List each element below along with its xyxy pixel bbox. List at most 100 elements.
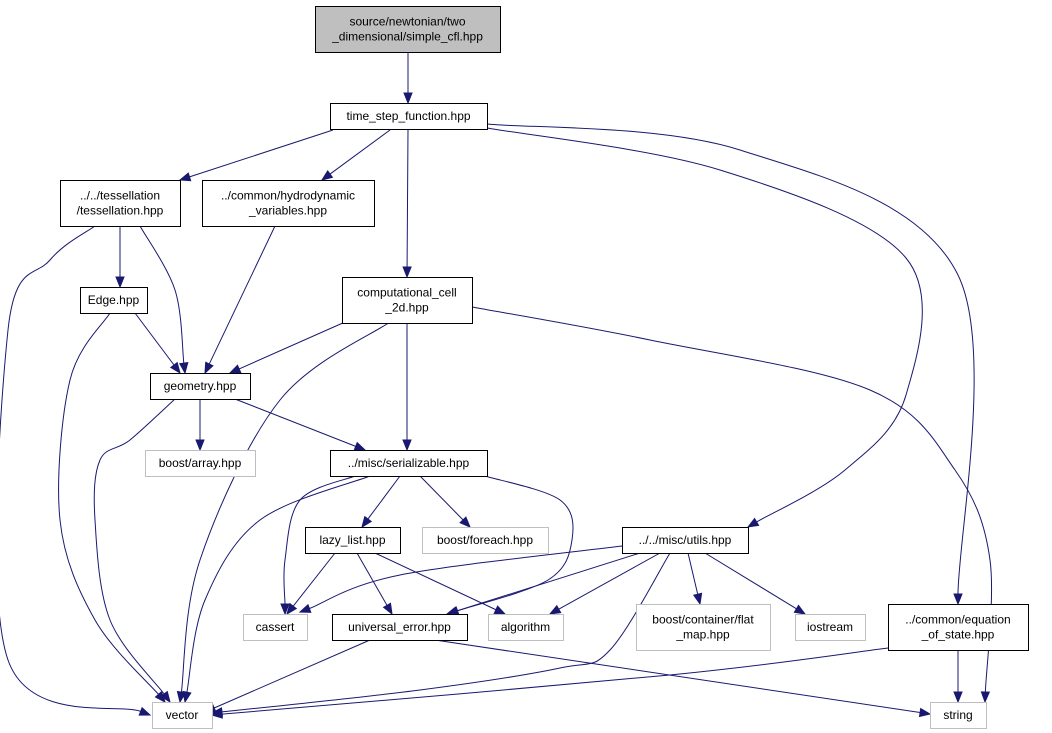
node-tessellation[interactable]: ../../tessellation/tessellation.hpp [60,180,181,227]
node-label: _2d.hpp [384,301,429,315]
node-label: ../common/hydrodynamic [221,189,355,203]
node-box [202,180,375,227]
edge-line [93,398,176,695]
node-label: ../common/equation [905,613,1010,627]
edge-line [356,552,388,606]
edge-universal_error-to-string [434,639,932,718]
edge-arrowhead [746,517,760,528]
edge-line [374,552,497,611]
edge-arrowhead [169,361,181,375]
node-box [80,287,148,314]
node-serializable[interactable]: ../misc/serializable.hpp [330,450,488,477]
edge-line [58,312,159,695]
edge-lazy_list-to-cassert [286,552,336,616]
edge-line [283,475,356,605]
node-label: boost/foreach.hpp [437,533,533,547]
edge-edge-to-geometry [134,312,181,375]
node-vector[interactable]: vector [152,702,213,729]
node-label: boost/container/flat [652,613,754,627]
edge-geometry-to-serializable [234,398,367,451]
edge-lazy_list-to-algorithm [374,552,507,615]
edge-line [0,225,141,712]
node-cassert[interactable]: cassert [243,614,308,641]
edge-arrowhead [204,361,214,375]
edge-line [186,475,371,693]
node-universal_error[interactable]: universal_error.hpp [332,614,468,641]
node-box [315,6,501,53]
node-label: _variables.hpp [248,204,327,218]
edge-line [139,225,185,364]
node-box [150,373,251,400]
node-iostream[interactable]: iostream [795,614,866,641]
node-box [930,702,987,729]
edge-computational_cell-to-geometry [228,321,346,374]
edge-arrowhead [445,606,459,616]
node-lazy_list[interactable]: lazy_list.hpp [305,527,401,554]
edge-tessellation-to-vector [0,225,152,716]
edge-arrowhead [115,276,125,289]
node-label: ../../misc/utils.hpp [639,533,732,547]
node-label: Edge.hpp [88,293,140,307]
edge-equation_of_state-to-string [953,650,963,704]
edge-arrowhead [953,691,963,704]
edge-line [367,475,401,520]
node-label: vector [166,708,199,722]
edge-line [457,475,574,612]
edge-arrowhead [493,605,507,615]
node-boost_array[interactable]: boost/array.hpp [145,450,256,477]
edge-arrowhead [402,266,412,279]
edge-arrowhead [179,362,189,375]
edge-computational_cell-to-serializable [402,322,412,452]
edge-utils-to-flat_map [687,552,703,606]
node-equation_of_state[interactable]: ../common/equation_of_state.hpp [888,604,1029,651]
node-geometry[interactable]: geometry.hpp [150,373,251,400]
edge-arrowhead [980,691,991,704]
edge-line [309,544,631,609]
node-hydrodynamic_variables[interactable]: ../common/hydrodynamic_variables.hpp [202,180,375,227]
edge-line [221,647,889,715]
node-box [636,604,771,651]
node-edge[interactable]: Edge.hpp [80,287,148,314]
edge-simple_cfl-to-time_step_function [403,52,413,105]
edge-geometry-to-boost_array [195,399,205,452]
node-utils[interactable]: ../../misc/utils.hpp [622,527,749,554]
edge-arrowhead [160,690,171,704]
node-label: ../misc/serializable.hpp [348,456,470,470]
node-string[interactable]: string [930,702,987,729]
edge-utils-to-algorithm [548,552,661,615]
edge-arrowhead [403,92,413,105]
node-algorithm[interactable]: algorithm [488,614,564,641]
node-label: geometry.hpp [164,379,237,393]
edge-arrowhead [178,172,192,182]
node-time_step_function[interactable]: time_step_function.hpp [330,103,488,130]
node-label: source/newtonian/two [349,15,465,29]
node-label: _map.hpp [675,628,730,642]
edge-time_step_function-to-hydrodynamic_variables [320,129,391,181]
node-label: time_step_function.hpp [346,109,470,123]
edge-serializable-to-cassert [280,475,356,616]
edge-arrowhead [692,592,703,606]
node-label: universal_error.hpp [348,620,451,634]
edge-arrowhead [195,439,205,452]
edge-line [558,552,661,610]
node-box [152,702,213,729]
edge-line [292,552,336,607]
node-computational_cell[interactable]: computational_cell_2d.hpp [342,277,473,324]
node-flat_map[interactable]: boost/container/flat_map.hpp [636,604,771,651]
node-box [795,614,866,641]
edge-arrowhead [138,706,152,716]
edge-line [704,552,797,610]
edge-arrowhead [918,707,932,718]
edge-serializable-to-boost_foreach [419,475,471,528]
edge-arrowhead [280,603,290,616]
node-label: computational_cell [357,286,456,300]
node-boost_foreach[interactable]: boost/foreach.hpp [422,527,549,554]
edge-time_step_function-to-equation_of_state [486,123,975,606]
node-simple_cfl[interactable]: source/newtonian/two_dimensional/simple_… [315,6,501,53]
edge-arrowhead [228,364,242,374]
edge-hydrodynamic_variables-to-geometry [204,225,276,375]
edge-line [134,312,175,366]
edge-arrowhead [459,516,471,528]
node-label: cassert [256,620,295,634]
edge-arrowhead [402,439,412,452]
